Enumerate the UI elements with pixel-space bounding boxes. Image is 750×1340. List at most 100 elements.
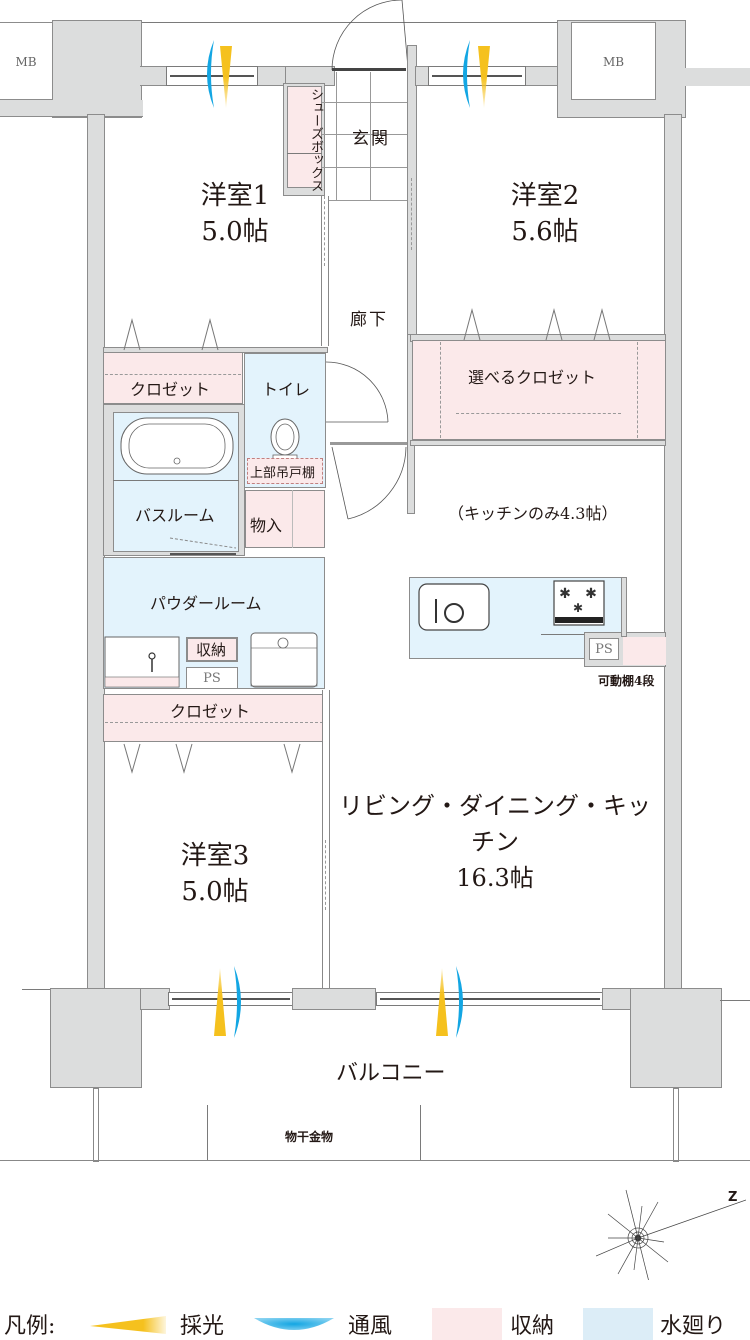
toilet-upper-cabinet-label: 上部吊戸棚 — [250, 466, 316, 481]
bottom-wall-mid — [292, 988, 376, 1010]
laundry-hanger-label: 物干金物 — [285, 1130, 334, 1144]
compass-north-label: Z — [728, 1190, 738, 1205]
storage-room-divider — [292, 490, 293, 548]
hall-partition — [330, 442, 408, 445]
bathroom-folding-door-icon — [169, 537, 237, 555]
window-western-room-2 — [428, 66, 526, 86]
legend-daylight-label: 採光 — [180, 1314, 225, 1339]
closet-bottom-left — [103, 694, 325, 742]
western-room-2-label: 洋室2 5.6帖 — [460, 178, 630, 250]
closet-top-left-label: クロゼット — [130, 380, 211, 399]
balcony-outer-line-right — [720, 1000, 750, 1001]
ps-powder: PS — [186, 667, 238, 689]
entrance-floor — [322, 72, 410, 201]
daylight-ventilation-icon-room1 — [207, 40, 232, 108]
laundry-hanger-right-post — [420, 1105, 421, 1160]
western-room-3-name: 洋室3 — [180, 841, 250, 871]
powder-storage-label: 収納 — [196, 641, 227, 659]
bathtub-edge — [113, 480, 239, 481]
bottom-right-pillar — [630, 988, 722, 1088]
window-western-room-3 — [168, 992, 294, 1006]
bathtub-icon — [120, 417, 234, 475]
window-western-room-1 — [166, 66, 258, 86]
ventilation-legend-icon — [254, 1318, 334, 1330]
kitchen-note: （キッチンのみ4.3帖） — [448, 504, 618, 523]
mb-right: MB — [571, 22, 656, 100]
kitchen-end-wall — [621, 577, 627, 637]
room1-right-wall — [321, 196, 329, 346]
floor-plan: MB シューズボックス 玄関 MB 洋室1 — [0, 0, 750, 1162]
washbasin-icon — [104, 636, 180, 688]
selectable-closet-right-post — [637, 342, 638, 438]
window-ldk — [376, 992, 604, 1006]
western-room-1-size: 5.0帖 — [201, 217, 269, 247]
top-boundary-line — [0, 22, 570, 23]
legend-ventilation-label: 通風 — [348, 1314, 393, 1339]
western-room-2-name: 洋室2 — [510, 181, 580, 211]
balcony-left-rail — [93, 1088, 99, 1162]
ps-kitchen: PS — [589, 638, 619, 660]
room3-sliding-door — [325, 840, 326, 910]
closet-top-door-icons — [123, 318, 219, 351]
closet-bottom-left-label: クロゼット — [170, 702, 251, 721]
balcony-outer-line-left — [22, 989, 52, 990]
left-wall-band — [0, 100, 143, 117]
shoe-box-divider — [287, 153, 322, 154]
selectable-closet-door-icons — [463, 308, 611, 341]
daylight-ventilation-icon-room3 — [214, 966, 241, 1038]
hallway-label: 廊下 — [350, 310, 388, 330]
powder-storage — [186, 637, 238, 662]
bottom-wall-left — [140, 988, 170, 1010]
storage-room-label: 物入 — [250, 516, 283, 535]
legend: 凡例: 採光 通風 収納 水廻り — [0, 1300, 750, 1340]
western-room-1-name: 洋室1 — [200, 181, 270, 211]
right-exterior-wall — [664, 114, 682, 990]
legend-water-label: 水廻り — [660, 1314, 727, 1339]
kitchen-counter-rail — [541, 634, 585, 635]
water-legend-swatch — [583, 1308, 653, 1340]
closet-bottom-left-rail — [105, 722, 323, 723]
movable-shelf-label: 可動棚4段 — [598, 674, 655, 688]
svg-text:✱: ✱ — [585, 586, 597, 602]
legend-title: 凡例: — [4, 1314, 56, 1339]
closet-bottom-door-icons — [123, 743, 301, 774]
western-room-3-label: 洋室3 5.0帖 — [130, 838, 300, 910]
ldk-name: リビング・ダイニング・キッチン — [339, 792, 651, 856]
daylight-legend-icon — [90, 1316, 166, 1334]
western-room-3-size: 5.0帖 — [181, 877, 249, 907]
bottom-wall-right — [602, 988, 632, 1010]
balcony-label: バルコニー — [336, 1061, 446, 1086]
shoe-box — [287, 86, 322, 188]
closet-top-left — [103, 352, 243, 404]
daylight-ventilation-icon-room2 — [463, 40, 490, 108]
selectable-closet-label: 選べるクロゼット — [468, 368, 597, 387]
svg-text:✱: ✱ — [573, 601, 583, 615]
gas-stove-icon: ✱ ✱ ✱ — [553, 580, 605, 626]
room3-right-wall — [322, 690, 330, 990]
toilet-label: トイレ — [262, 380, 311, 399]
compass-icon — [596, 1189, 746, 1280]
selectable-closet-left-post — [440, 342, 441, 438]
western-room-2-size: 5.6帖 — [511, 217, 579, 247]
shoe-box-label-col2: ボックス — [308, 140, 323, 192]
powder-room-label: パウダールーム — [150, 594, 262, 613]
movable-shelf — [623, 637, 666, 665]
shoe-box-label: シューズボックス — [290, 88, 323, 192]
bottom-left-pillar — [50, 988, 142, 1088]
toilet-door-swing-icon — [326, 361, 389, 423]
shoe-box-label-col1: シューズ — [308, 88, 323, 140]
room1-sliding-door — [324, 196, 325, 266]
storage-legend-swatch — [432, 1308, 502, 1340]
kitchen-sink-icon — [418, 583, 490, 631]
selectable-closet-bottom-wall — [410, 440, 666, 446]
room2-sliding-door — [411, 178, 412, 250]
closet-top-left-rail — [105, 374, 241, 375]
entrance-door-frame — [332, 68, 406, 71]
ldk-size: 16.3帖 — [456, 864, 534, 892]
balcony-right-rail — [673, 1088, 679, 1162]
selectable-closet — [412, 340, 666, 440]
toilet-upper-cabinet — [247, 458, 323, 484]
ldk-label: リビング・ダイニング・キッチン 16.3帖 — [330, 788, 660, 896]
bathroom-label: バスルーム — [135, 506, 215, 525]
laundry-hanger-left-post — [207, 1105, 208, 1160]
